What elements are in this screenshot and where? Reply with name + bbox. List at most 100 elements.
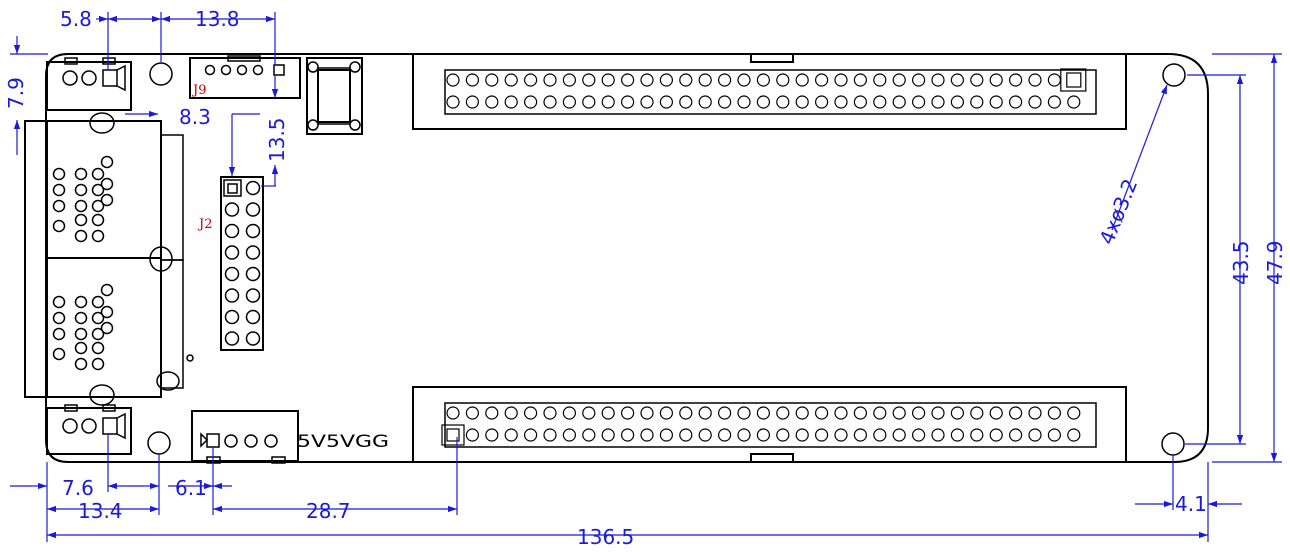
dim-5-8: 5.8 bbox=[60, 7, 92, 31]
header-pin bbox=[814, 73, 829, 87]
rj45-contact bbox=[74, 357, 88, 371]
j2-pin-1 bbox=[223, 179, 242, 197]
header-pin bbox=[970, 428, 984, 442]
header-pin bbox=[640, 406, 654, 420]
j2-pin bbox=[224, 202, 240, 217]
header-pin bbox=[1047, 428, 1062, 442]
j2-pin bbox=[224, 223, 240, 239]
dim-47-9: 47.9 bbox=[1263, 240, 1287, 285]
header-pin bbox=[1028, 406, 1042, 420]
rj45-contact bbox=[91, 213, 105, 227]
header-pin bbox=[465, 406, 479, 420]
dim-136-5: 136.5 bbox=[577, 525, 634, 549]
header-pin bbox=[485, 428, 499, 442]
header-pin bbox=[1028, 95, 1042, 109]
header-pin bbox=[853, 406, 868, 420]
header-pin bbox=[582, 95, 596, 109]
mount-hole-top-left bbox=[149, 62, 173, 86]
header-pin bbox=[873, 428, 887, 442]
header-pin bbox=[989, 428, 1003, 442]
mount-hole-bottom-left bbox=[147, 431, 171, 455]
j2-pin bbox=[245, 245, 261, 260]
header-pin bbox=[911, 406, 926, 420]
rj45-contact bbox=[52, 219, 66, 233]
dim-holes: 4xø3.2 bbox=[1094, 175, 1142, 248]
header-pin bbox=[795, 406, 809, 420]
header-pin bbox=[989, 406, 1003, 420]
header-pin bbox=[911, 73, 926, 87]
header-pin bbox=[970, 73, 984, 87]
j2-pin bbox=[245, 266, 261, 282]
header-pin bbox=[1008, 406, 1023, 420]
rj45-contact bbox=[52, 295, 66, 309]
header-pin bbox=[659, 73, 674, 87]
j2-pin bbox=[245, 180, 261, 196]
header-pin bbox=[892, 95, 906, 109]
header-pin bbox=[795, 73, 809, 87]
header-pin bbox=[465, 428, 479, 442]
header-pin bbox=[970, 95, 984, 109]
header-pin bbox=[717, 406, 732, 420]
header-pin bbox=[1047, 406, 1062, 420]
header-pin bbox=[737, 73, 751, 87]
header-pin bbox=[756, 406, 771, 420]
rj45-contact bbox=[52, 183, 66, 197]
header-pin bbox=[562, 406, 577, 420]
header-pin bbox=[853, 95, 868, 109]
header-pin bbox=[873, 95, 887, 109]
j2-pin-1-pad bbox=[227, 183, 238, 194]
header-pin bbox=[931, 406, 945, 420]
header-pin bbox=[1067, 428, 1081, 442]
header-pin bbox=[834, 428, 848, 442]
connector-top-left bbox=[46, 57, 132, 111]
rj45-contact bbox=[52, 199, 66, 213]
rj45-contact bbox=[91, 311, 105, 325]
dim-8-3: 8.3 bbox=[179, 105, 211, 129]
header-pin bbox=[446, 406, 460, 420]
header-pin bbox=[698, 95, 712, 109]
header-bottom-pins bbox=[441, 406, 1081, 446]
header-pin bbox=[795, 428, 809, 442]
dim-28-7: 28.7 bbox=[306, 499, 351, 523]
header-top-pins bbox=[446, 68, 1087, 109]
rj45-jack-assembly bbox=[24, 112, 194, 406]
rj45-contact bbox=[52, 327, 66, 341]
header-pin bbox=[601, 428, 615, 442]
pin-1-marker bbox=[441, 424, 465, 446]
header-pin bbox=[620, 406, 635, 420]
header-pin bbox=[1067, 406, 1081, 420]
header-pin bbox=[543, 95, 557, 109]
dim-4-1: 4.1 bbox=[1175, 492, 1207, 516]
rj45-contact bbox=[100, 193, 114, 207]
header-bottom bbox=[412, 386, 1127, 463]
j2-pin bbox=[245, 309, 261, 325]
header-pin bbox=[523, 73, 538, 87]
header-pin bbox=[698, 406, 712, 420]
header-pin bbox=[737, 428, 751, 442]
header-pin bbox=[814, 95, 829, 109]
rj45-pins-top bbox=[52, 155, 114, 243]
header-pin bbox=[911, 428, 926, 442]
mount-hole-top-right bbox=[1162, 63, 1186, 87]
rj45-contact bbox=[74, 311, 88, 325]
header-pin bbox=[970, 406, 984, 420]
j2-label: J2 bbox=[197, 217, 212, 232]
header-pin bbox=[931, 95, 945, 109]
power-pin-labels: 5V5VGG bbox=[297, 432, 389, 452]
connector-j9 bbox=[189, 55, 301, 99]
header-pin bbox=[892, 406, 906, 420]
header-pin bbox=[950, 73, 965, 87]
rj45-contact bbox=[100, 155, 114, 169]
header-pin bbox=[756, 428, 771, 442]
header-pin bbox=[504, 406, 518, 420]
header-pin bbox=[989, 95, 1003, 109]
rj45-contact bbox=[91, 357, 105, 371]
header-pin bbox=[582, 73, 596, 87]
header-pin bbox=[1047, 95, 1062, 109]
header-pin bbox=[814, 428, 829, 442]
header-pin bbox=[950, 406, 965, 420]
header-pin bbox=[679, 428, 693, 442]
rj45-contact bbox=[91, 183, 105, 197]
header-pin bbox=[950, 428, 965, 442]
